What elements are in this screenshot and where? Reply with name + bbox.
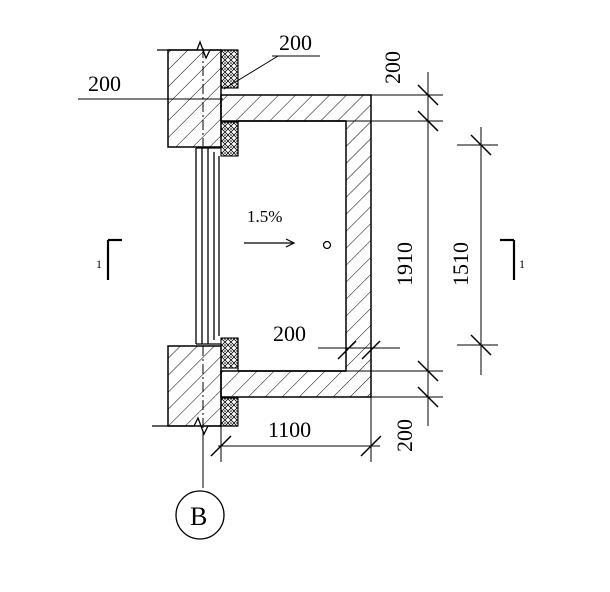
left-wall-column <box>167 48 222 432</box>
insulation-layer <box>220 49 239 427</box>
axis-label: B <box>190 502 207 531</box>
slope-label: 1.5% <box>247 207 282 226</box>
section-right-label: 1 <box>519 257 525 271</box>
slope-annotation: 1.5% <box>244 207 332 250</box>
balcony-slab <box>220 94 372 398</box>
inner-height-dimension: 1510 <box>448 242 473 286</box>
section-marks: 1 1 <box>96 238 525 280</box>
section-mark-icon <box>106 238 122 280</box>
dimension-texts: 200 200 200 1910 1510 200 1100 200 <box>88 30 473 452</box>
window-frame <box>195 147 221 345</box>
section-mark-icon <box>500 238 516 280</box>
section-left-label: 1 <box>96 257 102 271</box>
dimension-lines <box>78 55 498 488</box>
right-top-dimension: 200 <box>380 51 405 84</box>
width-dimension: 1100 <box>268 417 311 442</box>
right-bottom-dimension: 200 <box>392 419 417 452</box>
axis-bubble: B <box>175 490 225 540</box>
drain-circle-icon <box>322 240 332 250</box>
break-lines <box>152 40 238 436</box>
wall-top-dimension: 200 <box>279 30 312 55</box>
wall-left-dimension: 200 <box>88 71 121 96</box>
axis-circle-icon <box>175 490 225 540</box>
inner-wall-dimension: 200 <box>273 321 306 346</box>
arrow-right-icon <box>244 238 296 248</box>
overall-height-dimension: 1910 <box>392 242 417 286</box>
